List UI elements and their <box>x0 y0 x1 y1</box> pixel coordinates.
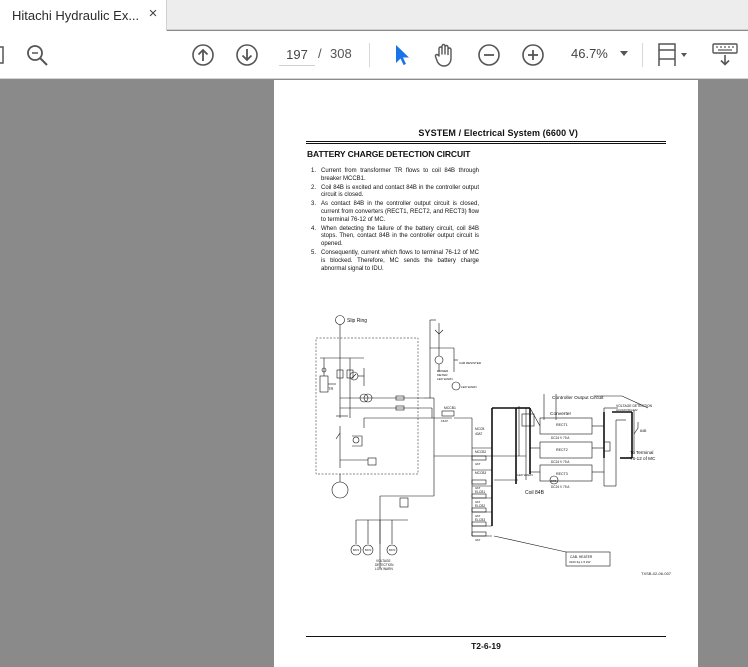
coil-84b-label: Coil 84B <box>525 490 545 496</box>
toolbar-divider <box>642 43 643 67</box>
low-warn-label: LOW WARN <box>375 567 393 571</box>
voltage-detection-label: VOLTAGE DETECTION <box>616 404 653 408</box>
voltage-detection-low-label: VOLTAGE <box>376 559 391 563</box>
tab-title: Hitachi Hydraulic Ex... <box>12 8 140 23</box>
page-number-input[interactable] <box>279 44 315 66</box>
arrow-down-circle-icon <box>236 44 258 66</box>
led-warn-label: LED WARN <box>517 473 533 477</box>
fit-page-icon <box>658 43 687 66</box>
coil-tag: 84B <box>551 479 556 483</box>
document-viewport[interactable]: SYSTEM / Electrical System (6600 V) BATT… <box>0 80 748 667</box>
detection-label: DETECTION <box>375 563 394 567</box>
rect3-rating: DC24 V 75 A <box>551 485 570 489</box>
elcb1-rating: 3AT <box>475 500 480 504</box>
elcb1-label: ELCB1 <box>475 490 485 494</box>
zoom-out-button[interactable] <box>476 41 502 69</box>
rect2-label: RECT2 <box>556 448 568 452</box>
section-title: BATTERY CHARGE DETECTION CIRCUIT <box>307 149 471 159</box>
footer-rule <box>306 636 666 637</box>
page-separator: / <box>318 46 322 61</box>
sidebar-toggle-button[interactable] <box>0 41 8 69</box>
zoom-in-button[interactable] <box>520 41 546 69</box>
rect1-label: RECT1 <box>556 423 568 427</box>
find-button[interactable] <box>24 41 50 69</box>
list-item: 2.Coil 84B is excited and contact 84B in… <box>311 184 479 199</box>
previous-page-button[interactable] <box>190 41 216 69</box>
mccb3-rating: 3AT <box>475 486 480 490</box>
elcb2-label: ELCB2 <box>475 504 485 508</box>
header-rule <box>306 141 666 142</box>
page-number: T2-6-19 <box>471 641 501 651</box>
elcb3-label: ELCB3 <box>475 518 485 522</box>
mccb2-label: MCCB2 <box>475 450 486 454</box>
pdf-page: SYSTEM / Electrical System (6600 V) BATT… <box>274 80 698 667</box>
bat2-label: BAT2 <box>365 548 372 552</box>
keyboard-download-icon <box>712 43 738 66</box>
toolbar: / 308 46.7% <box>0 31 748 79</box>
slip-ring-label: Slip Ring <box>347 318 367 324</box>
contact-84b-label: 84B <box>640 429 647 433</box>
hand-icon <box>434 43 452 67</box>
list-item: 3.As contact 84B in the controller outpu… <box>311 201 479 223</box>
meter-label: METER <box>437 373 448 377</box>
controller-output-label: Controller Output Circuit <box>552 395 604 401</box>
converter-label: Converter <box>550 411 571 417</box>
cursor-arrow-icon <box>396 45 409 65</box>
tab-bar: Hitachi Hydraulic Ex... × <box>0 0 748 31</box>
led-warn-label: LED WARN <box>437 377 453 381</box>
document-tab[interactable]: Hitachi Hydraulic Ex... × <box>0 0 167 31</box>
terminal-ref-label: 76-12 of MC <box>630 456 656 461</box>
close-tab-icon[interactable]: × <box>148 5 158 22</box>
hand-tool-button[interactable] <box>432 41 458 69</box>
figure-id: TXSB-02-06-007 <box>641 571 672 576</box>
mccb-main-rating: 40AT <box>475 432 482 436</box>
tools-button[interactable] <box>710 41 740 69</box>
select-tool-button[interactable] <box>390 41 414 69</box>
cab-resister-label: CAB RESISTER <box>459 361 482 365</box>
scrollbar[interactable] <box>742 80 748 667</box>
mccb1-label: MCCB1 <box>444 406 456 410</box>
procedure-steps: 1.Current from transformer TR flows to c… <box>311 168 479 274</box>
bat1-label: BAT1 <box>353 548 360 552</box>
rect3-label: RECT3 <box>556 472 568 476</box>
minus-circle-icon <box>478 44 500 66</box>
list-item: 1.Current from transformer TR flows to c… <box>311 168 479 182</box>
voltage-detection-range: AC210V/DC24V <box>616 408 638 412</box>
elcb2-rating: 3AT <box>475 514 480 518</box>
power-label: POWER <box>437 369 449 373</box>
mccb2-rating: 3AT <box>475 462 480 466</box>
mccb-main-label: MCCB <box>475 427 484 431</box>
chevron-down-icon[interactable] <box>620 51 628 56</box>
bat3-label: BAT3 <box>389 548 396 552</box>
rect1-rating: DC24 V 75 A <box>551 436 570 440</box>
elcb3-rating: 3AT <box>475 538 480 542</box>
header-rule <box>306 143 666 144</box>
transformer-label: TR <box>328 386 333 391</box>
list-item: 5.Consequently, current which flows to t… <box>311 249 479 272</box>
page-header: SYSTEM / Electrical System (6600 V) <box>418 128 578 138</box>
mccb3-label: MCCB3 <box>475 471 486 475</box>
arrow-up-circle-icon <box>192 44 214 66</box>
mccb1-rating: 15AT <box>441 419 448 423</box>
cab-heater-rating: 3100 3φ 1.5 kW <box>569 560 590 564</box>
plus-circle-icon <box>522 44 544 66</box>
circuit-diagram: Slip Ring TR Controller Output Circuit C… <box>315 315 656 571</box>
rect2-rating: DC24 V 75 A <box>551 460 570 464</box>
to-terminal-label: To Terminal <box>630 450 653 455</box>
zoom-level-dropdown[interactable]: 46.7% <box>571 46 608 61</box>
search-icon <box>27 45 48 66</box>
page-display-button[interactable] <box>655 41 691 69</box>
sidebar-toggle-icon <box>0 46 4 64</box>
led-warn-label: LED WARN <box>461 385 477 389</box>
list-item: 4.When detecting the failure of the batt… <box>311 225 479 248</box>
next-page-button[interactable] <box>234 41 260 69</box>
cab-heater-label: CAB. HEATER <box>570 555 593 559</box>
toolbar-divider <box>369 43 370 67</box>
total-pages: 308 <box>330 46 352 61</box>
